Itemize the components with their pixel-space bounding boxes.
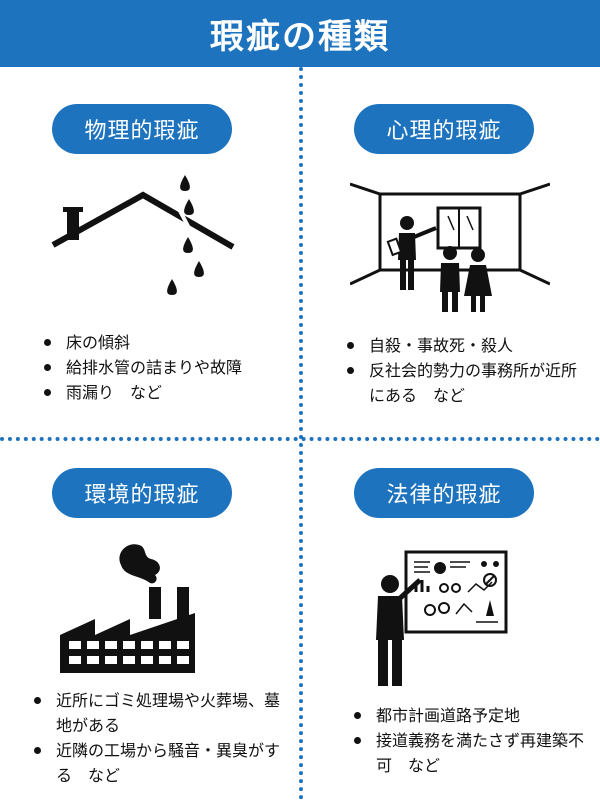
vertical-divider — [299, 67, 303, 800]
category-label-environmental: 環境的瑕疵 — [52, 468, 232, 518]
list-item: 反社会的勢力の事務所が近所にある など — [343, 358, 588, 408]
category-label-physical: 物理的瑕疵 — [52, 104, 232, 154]
agent-showing-room-icon — [350, 182, 550, 312]
factory-smoke-icon — [60, 544, 195, 673]
list-item: 近所にゴミ処理場や火葬場、墓地がある — [30, 688, 290, 738]
category-label-psychological: 心理的瑕疵 — [354, 104, 534, 154]
psychological-defect-list: 自殺・事故死・殺人 反社会的勢力の事務所が近所にある など — [343, 333, 588, 408]
physical-defect-list: 床の傾斜 給排水管の詰まりや故障 雨漏り など — [40, 330, 285, 405]
legal-defect-list: 都市計画道路予定地 接道義務を満たさず再建築不可 など — [350, 703, 595, 778]
category-label-legal: 法律的瑕疵 — [354, 468, 534, 518]
list-item: 自殺・事故死・殺人 — [343, 333, 588, 358]
environmental-defect-list: 近所にゴミ処理場や火葬場、墓地がある 近隣の工場から騒音・異臭がする など — [30, 688, 290, 788]
list-item: 接道義務を満たさず再建築不可 など — [350, 728, 595, 778]
list-item: 床の傾斜 — [40, 330, 285, 355]
leaking-roof-icon — [51, 175, 235, 295]
list-item: 近隣の工場から騒音・異臭がする など — [30, 738, 290, 788]
horizontal-divider — [0, 437, 600, 441]
page-title: 瑕疵の種類 — [0, 0, 600, 67]
list-item: 都市計画道路予定地 — [350, 703, 595, 728]
presenter-board-icon — [376, 550, 508, 686]
list-item: 雨漏り など — [40, 380, 285, 405]
list-item: 給排水管の詰まりや故障 — [40, 355, 285, 380]
